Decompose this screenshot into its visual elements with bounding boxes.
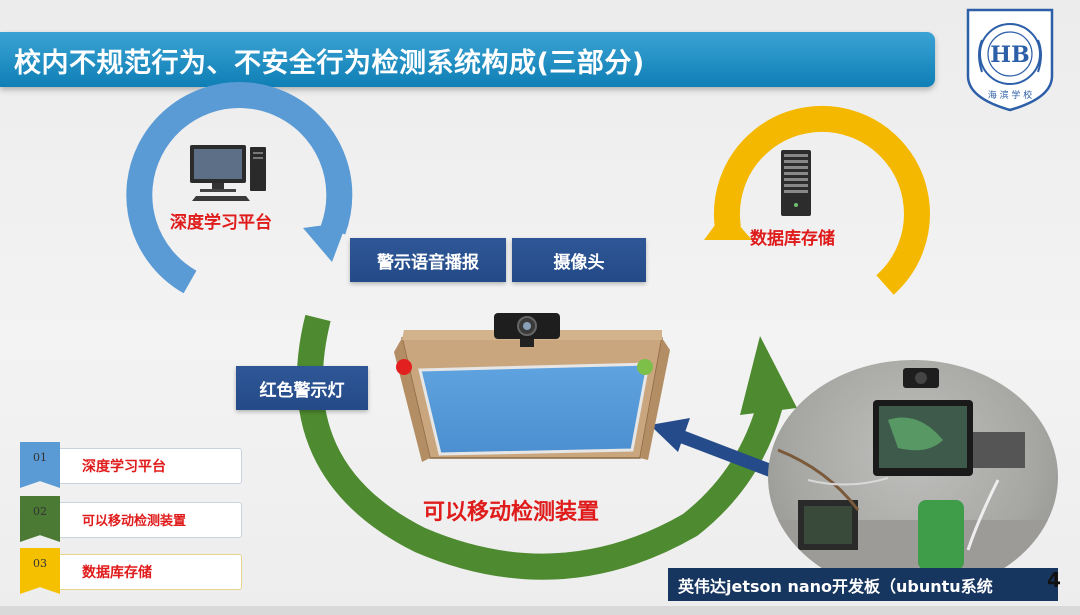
deep-learning-cycle-arrow xyxy=(126,82,353,294)
photo-caption-bar: 英伟达jetson nano开发板（ubuntu系统 xyxy=(668,568,1058,601)
title-bar: 校内不规范行为、不安全行为检测系统构成(三部分) xyxy=(0,32,935,87)
deep-learning-label: 深度学习平台 xyxy=(170,213,272,233)
red-light-box: 红色警示灯 xyxy=(236,366,368,410)
legend-label: 可以移动检测装置 xyxy=(82,514,187,529)
jetson-board-photo xyxy=(768,360,1058,594)
desktop-computer-icon xyxy=(190,145,266,201)
red-warning-light-icon xyxy=(396,359,412,375)
legend-number: 02 xyxy=(33,505,47,518)
database-label: 数据库存储 xyxy=(750,229,835,249)
movable-device-cycle-arrow xyxy=(296,314,797,580)
school-emblem: HB 海 滨 学 校 xyxy=(962,6,1058,112)
legend-label: 数据库存储 xyxy=(82,565,152,581)
legend-label: 深度学习平台 xyxy=(82,459,166,475)
server-tower-icon xyxy=(781,150,811,216)
svg-text:HB: HB xyxy=(990,42,1029,68)
legend-item-03: 03 数据库存储 xyxy=(20,548,242,594)
legend-box xyxy=(50,554,242,590)
legend-box xyxy=(50,502,242,538)
emblem-caption: 海 滨 学 校 xyxy=(988,89,1033,101)
legend-number: 01 xyxy=(33,451,47,464)
webcam-icon xyxy=(494,313,560,347)
legend-tab xyxy=(20,442,60,488)
bottom-strip xyxy=(0,606,1080,615)
legend-item-01: 01 深度学习平台 xyxy=(20,442,242,488)
legend-box xyxy=(50,448,242,484)
legend-number: 03 xyxy=(33,557,47,570)
green-status-light-icon xyxy=(637,359,653,375)
camera-box: 摄像头 xyxy=(512,238,646,282)
movable-device-label: 可以移动检测装置 xyxy=(423,500,600,525)
page-title: 校内不规范行为、不安全行为检测系统构成(三部分) xyxy=(14,48,645,79)
page-number: 4 xyxy=(1047,568,1061,592)
detection-device-box xyxy=(394,330,670,462)
legend-tab xyxy=(20,496,60,542)
voice-alert-box: 警示语音播报 xyxy=(350,238,506,282)
database-cycle-arrow xyxy=(704,105,930,295)
legend-item-02: 02 可以移动检测装置 xyxy=(20,496,242,542)
legend-tab xyxy=(20,548,60,594)
photo-caption: 英伟达jetson nano开发板（ubuntu系统 xyxy=(678,576,993,596)
